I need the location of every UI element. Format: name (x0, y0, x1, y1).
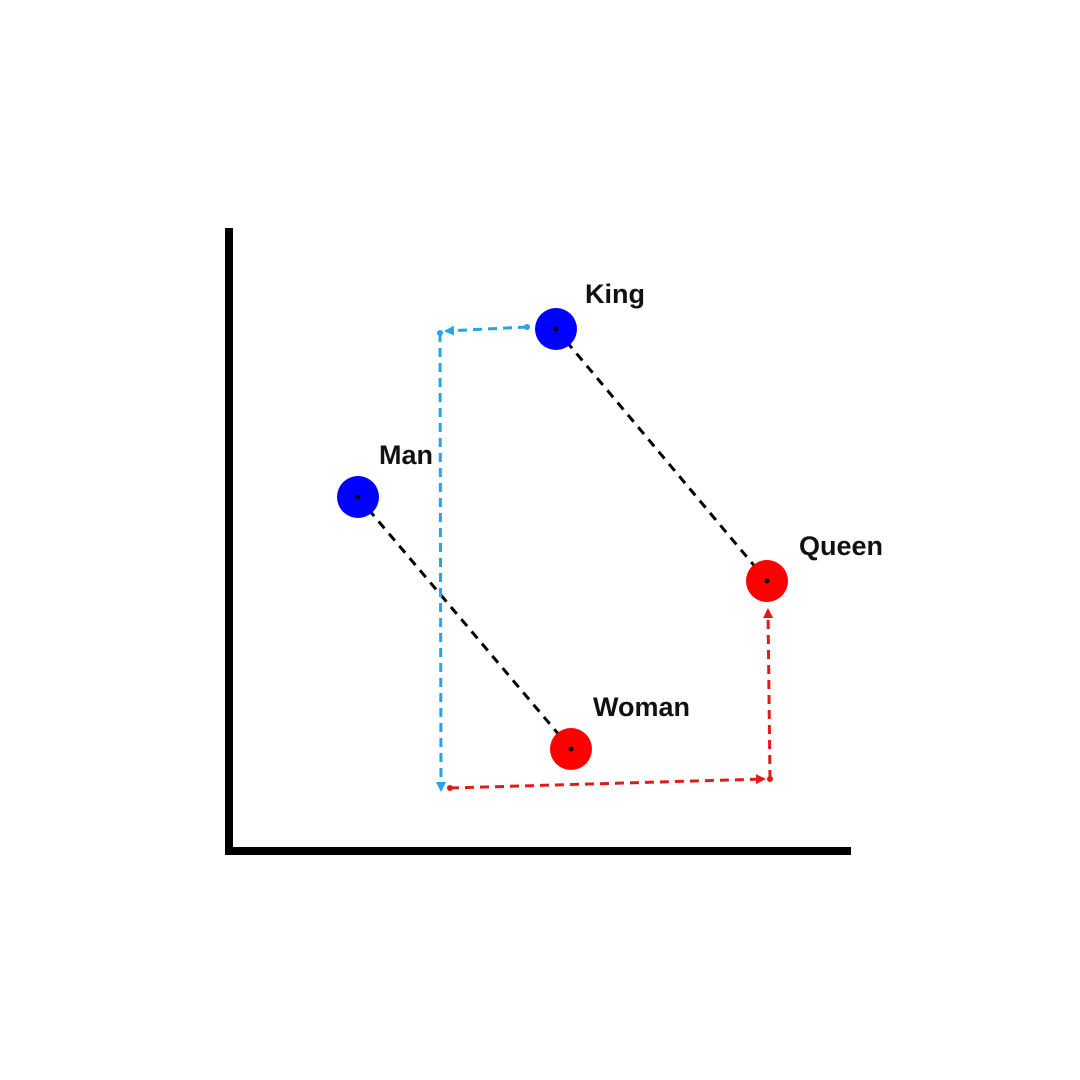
king-label: King (585, 279, 645, 309)
woman-center-marker (568, 746, 574, 752)
blue-arrow-down (435, 332, 446, 792)
blue-arrow-left (444, 325, 528, 336)
king-center-marker (553, 326, 559, 332)
man-woman-connector (356, 496, 573, 750)
woman-label: Woman (593, 692, 690, 722)
queen-center-marker (764, 578, 770, 584)
red-arrow-up (763, 608, 774, 780)
queen-label: Queen (799, 531, 883, 561)
man-label: Man (379, 440, 433, 470)
king-queen-connector (554, 328, 769, 582)
man-center-marker (355, 494, 361, 500)
red-arrow-right (449, 774, 766, 790)
